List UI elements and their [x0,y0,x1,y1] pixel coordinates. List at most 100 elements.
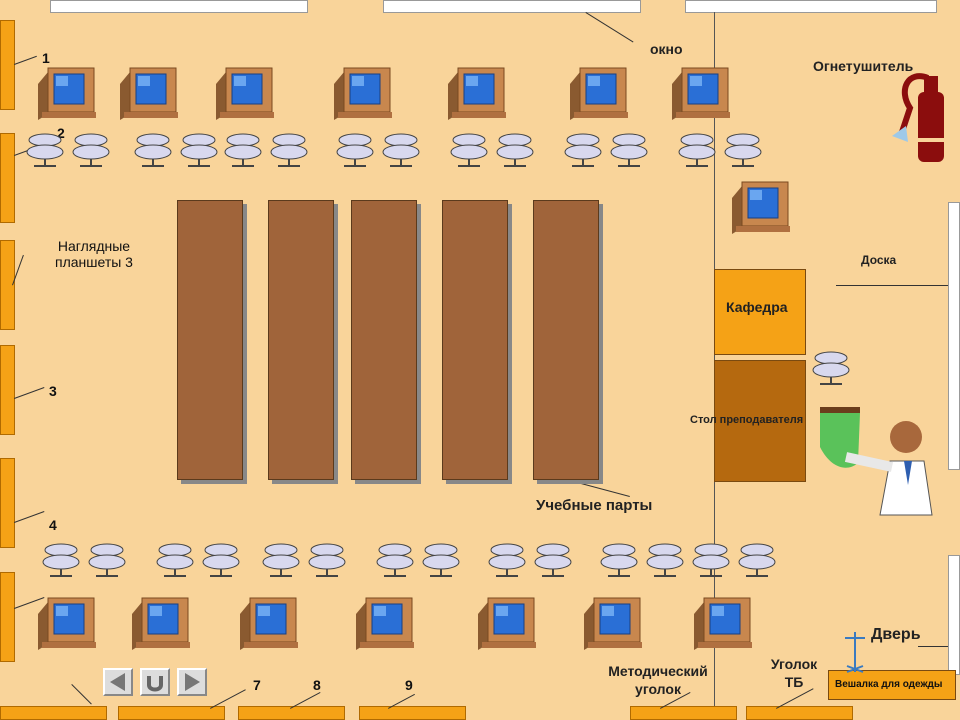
teacher-desk [714,360,806,482]
leader-desks [569,480,630,498]
student-desks-label: Учебные парты [536,497,653,514]
teacher-desk-label: Стол преподавателя [690,414,804,426]
student-desk-3 [351,200,417,480]
chair-icon [486,540,528,578]
chair-icon [24,130,66,168]
computer-icon [474,592,538,652]
chair-icon [374,540,416,578]
chair-icon [380,130,422,168]
computer-icon [116,62,180,122]
computer-icon [236,592,300,652]
bottom-panel-6 [746,706,853,720]
leader-3 [14,387,45,399]
number-9: 9 [405,677,413,693]
student-desk-5 [533,200,599,480]
chair-icon [70,130,112,168]
chair-icon [690,540,732,578]
window-1 [50,0,308,13]
chair-icon [268,130,310,168]
chair-icon [260,540,302,578]
lectern-label: Кафедра [726,299,788,315]
window-2 [383,0,641,13]
coat-rack-icon [845,632,865,673]
window-3 [685,0,937,13]
arrow-right-icon [185,673,200,691]
computer-icon [34,592,98,652]
computer-icon [330,62,394,122]
board-label: Доска [861,253,897,267]
chair-icon [676,130,718,168]
wall-panel-1 [0,20,15,110]
wall-panel-6 [0,572,15,662]
wall-panel-5 [0,458,15,548]
wall-panel-2 [0,133,15,223]
computer-icon [566,62,630,122]
chair-icon [200,540,242,578]
chair-icon [40,540,82,578]
bottom-panel-2 [118,706,225,720]
chair-icon [178,130,220,168]
window-label: окно [650,41,683,57]
chair-icon [736,540,778,578]
door-label: Дверь [871,626,921,643]
teacher-icon [820,407,933,516]
bottom-panel-4 [359,706,466,720]
return-button[interactable] [140,668,170,696]
computer-icon [212,62,276,122]
student-desk-1 [177,200,243,480]
number-4: 4 [49,517,57,533]
bottom-panel-5 [630,706,737,720]
number-7: 7 [253,677,261,693]
arrow-left-icon [110,673,125,691]
wall-panel-3 [0,240,15,330]
computer-icon [728,176,792,236]
chair-icon [154,540,196,578]
wall-panel-4 [0,345,15,435]
computer-icon [128,592,192,652]
coat-rack-box: Вешалка для одежды [828,670,956,700]
board-wall [948,202,960,470]
fire-extinguisher-icon [892,73,944,162]
chair-icon [306,540,348,578]
chair-icon [608,130,650,168]
computer-icon [444,62,508,122]
visual-panels-label: Наглядные планшеты 3 [55,238,133,270]
return-icon [147,676,163,692]
coat-rack-label: Вешалка для одежды [835,679,943,690]
safety-corner-label: Уголок ТБ [770,656,818,690]
leader-door [918,646,948,647]
number-1: 1 [42,50,50,66]
chair-icon [562,130,604,168]
chair-icon [598,540,640,578]
leader-4 [14,511,45,523]
leader-bottom-1 [71,684,92,705]
chair-icon [532,540,574,578]
chair-icon [722,130,764,168]
extinguisher-label: Огнетушитель [813,58,914,74]
computer-icon [352,592,416,652]
computer-icon [668,62,732,122]
computer-icon [690,592,754,652]
bottom-panel-1 [0,706,107,720]
student-desk-4 [442,200,508,480]
chair-icon [420,540,462,578]
leader-window [585,12,634,43]
lectern [714,269,806,355]
chair-icon [494,130,536,168]
chair-icon [644,540,686,578]
door-wall [948,555,960,675]
chair-icon [810,348,852,386]
number-3: 3 [49,383,57,399]
forward-button[interactable] [177,668,207,696]
chair-icon [86,540,128,578]
number-8: 8 [313,677,321,693]
computer-icon [34,62,98,122]
chair-icon [334,130,376,168]
leader-board [836,285,948,286]
back-button[interactable] [103,668,133,696]
student-desk-2 [268,200,334,480]
chair-icon [132,130,174,168]
chair-icon [448,130,490,168]
method-corner-label: Методический уголок [608,663,708,697]
chair-icon [222,130,264,168]
